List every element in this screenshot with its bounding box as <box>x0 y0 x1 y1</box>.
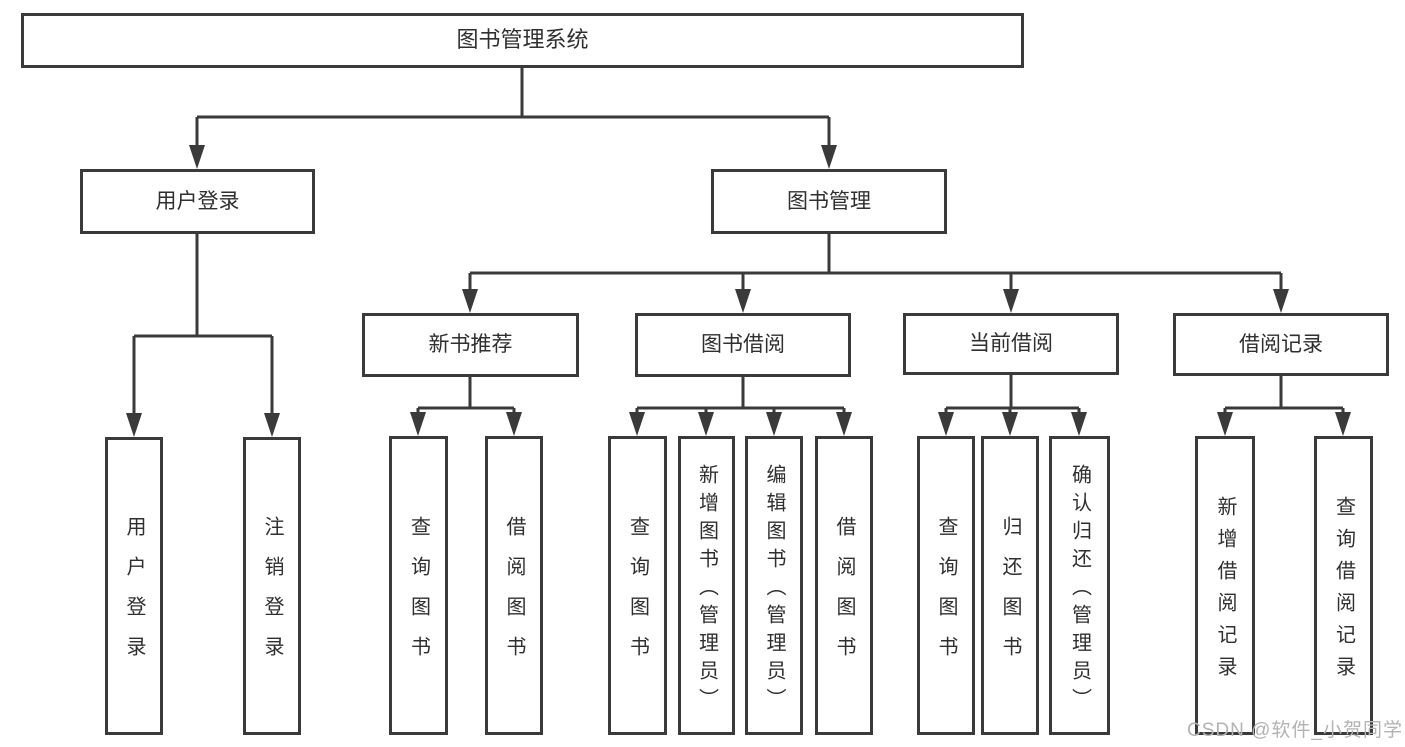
leaf-query-books: 查询图书 <box>389 436 448 735</box>
leaf-query-books: 查询图书 <box>917 436 975 735</box>
connector-borrow-to-leaves <box>635 377 846 424</box>
connector-lines <box>132 68 1345 424</box>
node-label: 新增借阅记录 <box>1214 495 1236 688</box>
connector-newbook-to-leaves <box>416 377 516 424</box>
node-label: 查询借阅记录 <box>1332 495 1355 688</box>
connector-mgmt-to-level3 <box>468 234 1283 300</box>
arrow-down-icon <box>189 145 205 169</box>
leaf-edit-books-admin: 编辑图书（管理员） <box>745 436 803 735</box>
arrow-down-icon <box>506 412 522 436</box>
arrow-down-icon <box>1335 412 1351 436</box>
node-user-login-module: 用户登录 <box>80 169 315 234</box>
leaf-query-borrow-record: 查询借阅记录 <box>1314 436 1373 735</box>
arrow-down-icon <box>462 289 478 313</box>
node-new-book-recommend: 新书推荐 <box>362 313 579 377</box>
node-label: 借阅图书 <box>833 515 855 676</box>
leaf-add-books-admin: 新增图书（管理员） <box>678 436 735 735</box>
node-label: 新书推荐 <box>428 333 513 357</box>
arrow-down-icon <box>1002 412 1018 436</box>
node-book-management-module: 图书管理 <box>711 169 947 234</box>
arrow-down-icon <box>1003 289 1019 313</box>
node-book-borrowing: 图书借阅 <box>635 313 851 377</box>
arrow-down-icon <box>836 412 852 436</box>
arrow-down-icon <box>1217 412 1233 436</box>
node-label: 图书管理 <box>787 189 871 213</box>
arrow-down-icon <box>126 413 142 437</box>
connector-login-to-leaves <box>132 234 274 422</box>
arrow-down-icon <box>410 412 426 436</box>
node-label: 编辑图书（管理员） <box>763 463 785 716</box>
node-label: 查询图书 <box>626 515 649 676</box>
arrow-down-icon <box>735 289 751 313</box>
node-label: 借阅图书 <box>503 515 525 676</box>
node-label: 查询图书 <box>407 515 430 676</box>
connector-record-to-leaves <box>1223 376 1345 424</box>
node-label: 当前借阅 <box>969 332 1053 356</box>
leaf-query-books: 查询图书 <box>608 436 667 735</box>
node-current-borrowing: 当前借阅 <box>903 313 1119 375</box>
node-borrowing-records: 借阅记录 <box>1173 313 1389 376</box>
watermark: CSDN @软件_小贺同学 <box>1187 720 1403 741</box>
leaf-borrow-books: 借阅图书 <box>485 436 543 735</box>
node-library-management-system: 图书管理系统 <box>21 13 1024 68</box>
arrow-down-icon <box>629 412 645 436</box>
node-label: 查询图书 <box>935 515 957 676</box>
node-label: 确认归还（管理员） <box>1068 463 1091 716</box>
node-label: 借阅记录 <box>1239 332 1323 356</box>
node-label: 新增图书（管理员） <box>695 463 718 716</box>
node-label: 注销登录 <box>261 516 283 676</box>
arrow-down-icon <box>938 412 954 436</box>
leaf-logout: 注销登录 <box>243 437 301 735</box>
leaf-user-login: 用户登录 <box>105 437 163 735</box>
arrow-down-icon <box>1273 289 1289 313</box>
node-label: 图书管理系统 <box>456 27 589 53</box>
arrow-down-icon <box>264 413 280 437</box>
arrow-down-icon <box>821 145 837 169</box>
node-label: 图书借阅 <box>701 333 785 357</box>
leaf-confirm-return-admin: 确认归还（管理员） <box>1049 436 1110 735</box>
node-label: 用户登录 <box>123 516 145 676</box>
node-label: 用户登录 <box>155 189 240 213</box>
leaf-add-borrow-record: 新增借阅记录 <box>1195 436 1255 735</box>
arrow-down-icon <box>698 412 714 436</box>
leaf-borrow-books: 借阅图书 <box>815 436 873 735</box>
node-label: 归还图书 <box>999 515 1021 676</box>
arrowheads <box>126 145 1351 437</box>
arrow-down-icon <box>766 412 782 436</box>
leaf-return-books: 归还图书 <box>981 436 1039 735</box>
arrow-down-icon <box>1071 412 1087 436</box>
connector-root-to-level2 <box>195 68 831 152</box>
